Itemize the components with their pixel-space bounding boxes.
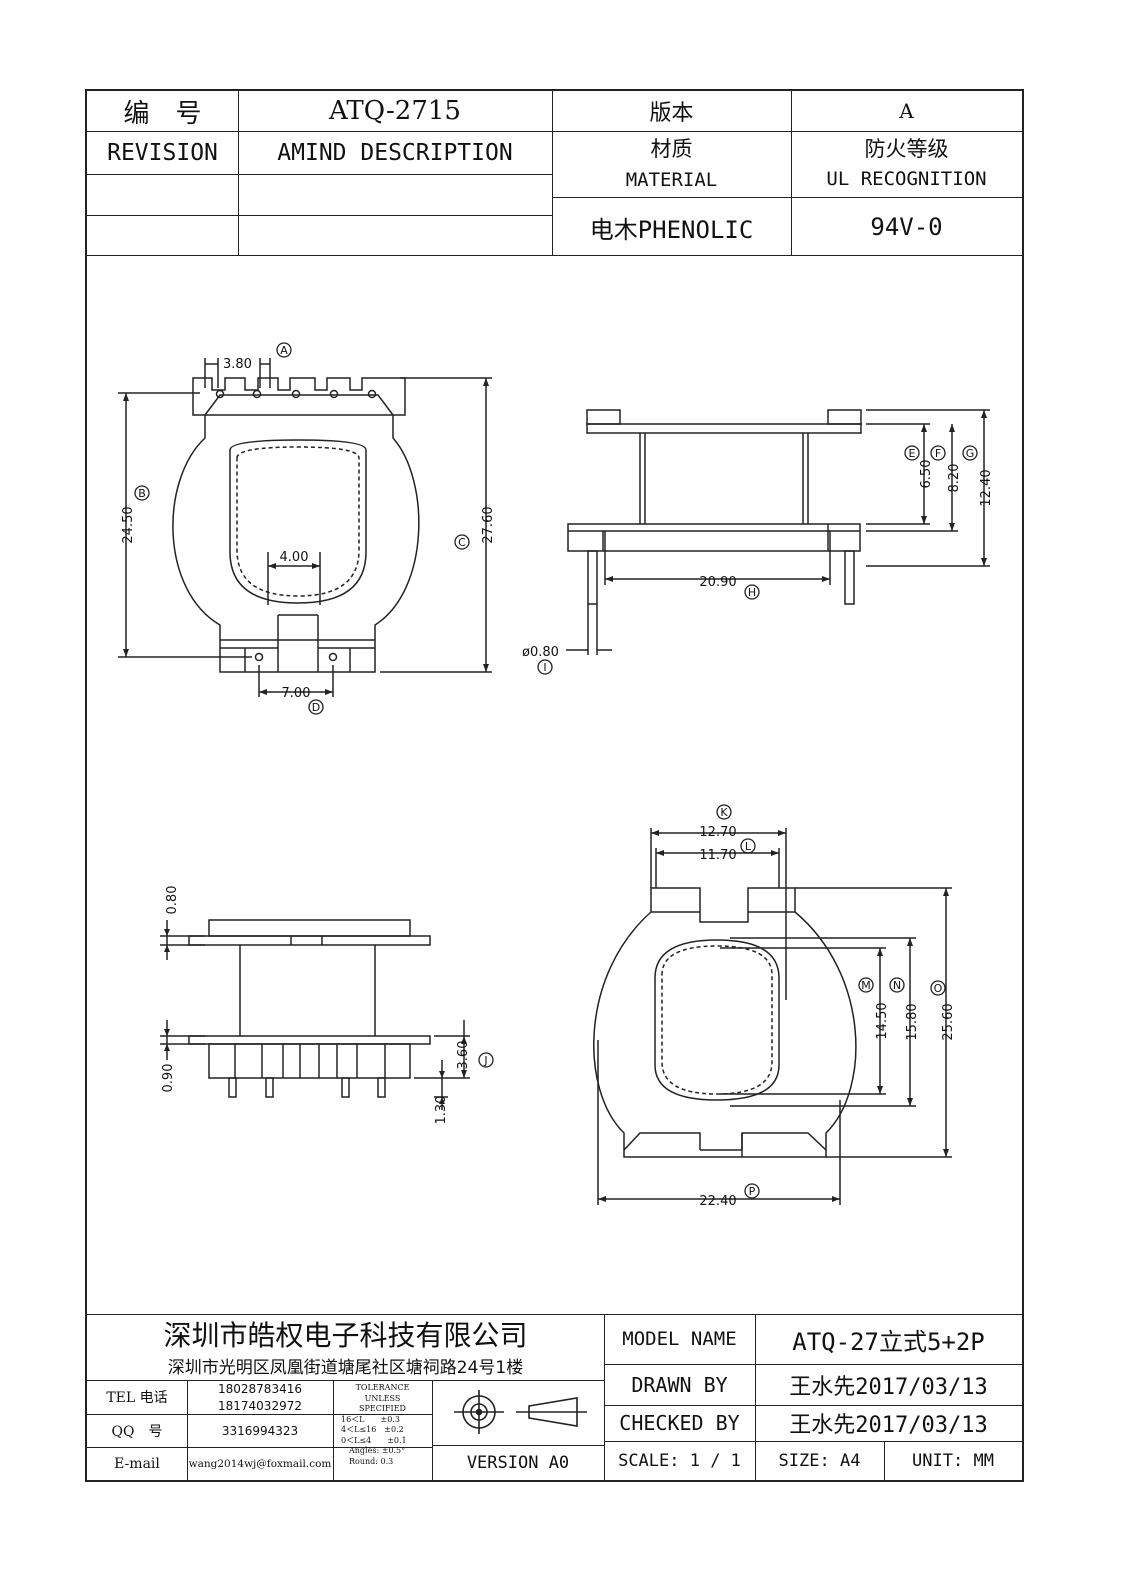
unit: UNIT: MM (912, 1450, 994, 1471)
bottom-view (593, 828, 952, 1205)
checked-by-label: CHECKED BY (619, 1411, 740, 1435)
callout-e: E (909, 447, 916, 460)
dim-b: 24.50 (121, 506, 136, 543)
sheet-size: SIZE: A4 (778, 1450, 861, 1471)
dim-l: 11.70 (699, 848, 736, 863)
part-number: ATQ-2715 (329, 96, 461, 126)
tolerance-row-3: 0＜L≤4 ±0.1 (341, 1435, 407, 1445)
dim-d: 7.00 (282, 686, 311, 701)
scale: SCALE: 1 / 1 (618, 1450, 741, 1471)
dim-o: 25.60 (941, 1003, 956, 1040)
qq-number: 3316994323 (221, 1423, 299, 1438)
email-address: wang2014wj@foxmail.com (188, 1457, 332, 1470)
callout-b: B (138, 487, 146, 500)
drawing-sheet: 编 号 ATQ-2715 版本 A REVISION AMIND DESCRIP… (85, 89, 1024, 1482)
tolerance-block: TOLERANCE UNLESS SPECIFIED 16＜L ±0.3 4＜L… (333, 1383, 432, 1480)
company-address: 深圳市光明区凤凰街道塘尾社区塘祠路24号1楼 (167, 1357, 524, 1378)
email-label: E-mail (114, 1455, 160, 1472)
dim-p: 22.40 (699, 1194, 736, 1209)
callout-c: C (458, 536, 466, 549)
fire-rating-label-cn: 防火等级 (864, 137, 949, 161)
dim-f: 8.20 (947, 464, 962, 493)
company-name: 深圳市皓权电子科技有限公司 (163, 1319, 528, 1352)
callout-m: M (861, 979, 871, 992)
tel-label: TEL 电话 (106, 1390, 168, 1406)
projection-symbol-icon (454, 1390, 587, 1434)
callout-j: J (483, 1054, 487, 1067)
callout-g: G (966, 447, 975, 460)
dim-c-inner: 4.00 (280, 550, 309, 565)
tel-number-1: 18028783416 (218, 1381, 302, 1396)
callout-o: O (934, 982, 943, 995)
material-value: 电木PHENOLIC (589, 215, 754, 244)
dim-side-2: 0.90 (161, 1064, 176, 1093)
tolerance-row-2: 4＜L≤16 ±0.2 (341, 1425, 404, 1434)
revision-label: REVISION (107, 139, 218, 166)
dim-side-4: 1.30 (434, 1096, 449, 1125)
front-view (118, 358, 492, 697)
dim-e: 6.50 (919, 460, 934, 489)
callout-f: F (935, 447, 941, 460)
dim-a: 3.80 (223, 357, 252, 372)
version-value: A (899, 99, 914, 123)
callout-i: I (543, 661, 546, 674)
number-label: 编 号 (123, 98, 202, 129)
material-label-en: MATERIAL (625, 169, 718, 191)
dim-i: ø0.80 (522, 645, 559, 660)
tolerance-row-4: Angles: ±0.5° (349, 1446, 406, 1455)
checked-by-value: 王水先2017/03/13 (789, 1413, 988, 1438)
qq-label: QQ 号 (111, 1423, 163, 1440)
dim-side-1: 0.80 (165, 886, 180, 915)
dim-n: 15.80 (905, 1003, 920, 1040)
tolerance-row-5: Round: 0.3 (349, 1456, 394, 1466)
tolerance-title-1: TOLERANCE (355, 1383, 410, 1392)
fire-rating-value: 94V-0 (870, 213, 943, 241)
tolerance-title-3: SPECIFIED (359, 1404, 406, 1413)
amind-description-label: AMIND DESCRIPTION (277, 139, 513, 166)
side-view (566, 409, 990, 655)
dim-side-3: 3.60 (456, 1041, 471, 1070)
dim-h: 20.90 (699, 575, 736, 590)
callout-d: D (312, 701, 320, 714)
fire-rating-label-en: UL RECOGNITION (826, 168, 987, 190)
callout-h: H (748, 586, 756, 599)
model-name-value: ATQ-27立式5+2P (792, 1327, 985, 1356)
dim-k: 12.70 (699, 825, 736, 840)
tel-number-2: 18174032972 (218, 1398, 302, 1413)
dim-g: 12.40 (979, 469, 994, 506)
material-label-cn: 材质 (650, 137, 693, 161)
callout-l: L (745, 840, 752, 853)
callout-p: P (749, 1185, 756, 1198)
callout-k: K (720, 806, 728, 819)
callout-a: A (280, 344, 288, 357)
dimension-arrows (123, 378, 987, 1202)
dim-c: 27.60 (481, 506, 496, 543)
version-label: 版本 (649, 101, 694, 126)
model-name-label: MODEL NAME (622, 1328, 737, 1350)
callout-a-circle (276, 342, 292, 358)
drawn-by-label: DRAWN BY (631, 1372, 728, 1397)
tolerance-row-1: 16＜L ±0.3 (341, 1414, 400, 1424)
bottom-side-view (160, 919, 470, 1110)
tolerance-title-2: UNLESS (364, 1393, 401, 1403)
dim-m: 14.50 (875, 1002, 890, 1039)
drawn-by-value: 王水先2017/03/13 (789, 1374, 988, 1400)
callout-n: N (893, 979, 901, 992)
version-code: VERSION A0 (466, 1452, 570, 1473)
